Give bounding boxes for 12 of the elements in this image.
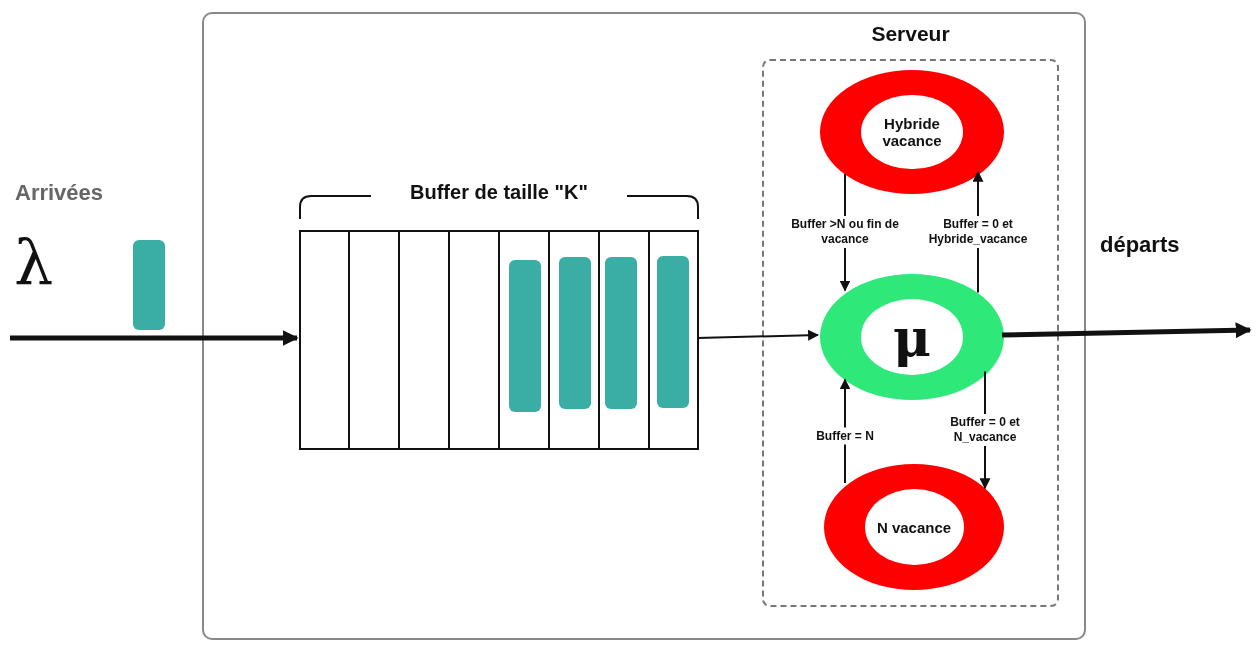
arrival-rate-symbol: λ bbox=[14, 228, 54, 298]
server-title: Serveur bbox=[870, 22, 951, 46]
arrow bbox=[10, 330, 299, 346]
state-label: N vacance bbox=[875, 518, 953, 536]
customer-token bbox=[133, 240, 165, 330]
arrivals-label: Arrivées bbox=[15, 180, 104, 206]
service-rate-symbol: μ bbox=[892, 306, 932, 368]
arrow bbox=[696, 329, 820, 341]
buffer-heading: Buffer de taille "K" bbox=[409, 181, 589, 204]
state-label: Hybride vacance bbox=[881, 115, 943, 149]
departures-label: départs bbox=[1100, 232, 1180, 258]
arrow bbox=[1001, 322, 1252, 339]
